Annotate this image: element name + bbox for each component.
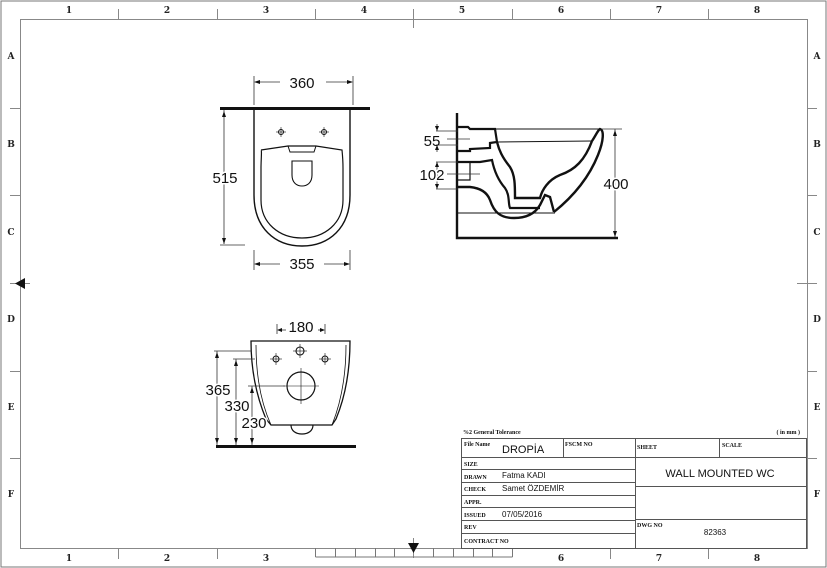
- col-label: 2: [164, 554, 170, 564]
- dim-height-365: 365: [205, 382, 230, 399]
- dim-height-330: 330: [224, 398, 249, 415]
- top-view-drawing: 360 515 355: [211, 75, 370, 273]
- row-label: B: [813, 140, 821, 150]
- row-label: A: [813, 52, 822, 62]
- issued-label: ISSUED: [464, 513, 486, 519]
- row-label: A: [7, 52, 16, 62]
- col-label: 7: [656, 554, 662, 564]
- col-label: 5: [459, 6, 465, 16]
- size-label: SIZE: [464, 462, 478, 468]
- scale-label: SCALE: [722, 443, 742, 449]
- column-labels-bottom: 1 2 3 6 7 8: [66, 554, 760, 564]
- col-label: 6: [558, 6, 564, 16]
- row-label: C: [7, 228, 14, 238]
- rev-label: REV: [464, 525, 477, 531]
- fscm-label: FSCM NO: [565, 442, 593, 448]
- dim-bottom-width: 355: [289, 256, 314, 273]
- scale-ruler: [315, 548, 513, 558]
- row-label: E: [814, 403, 821, 413]
- dim-hole-spacing: 180: [288, 319, 313, 336]
- file-name-value: DROPİA: [502, 443, 545, 456]
- col-label: 1: [66, 6, 72, 16]
- col-label: 7: [656, 6, 662, 16]
- col-label: 3: [263, 6, 269, 16]
- col-label: 3: [263, 554, 269, 564]
- row-label: B: [7, 140, 15, 150]
- row-labels-right: A B C D E F: [813, 52, 822, 500]
- dim-height: 400: [603, 176, 628, 193]
- contract-label: CONTRACT NO: [464, 539, 509, 545]
- row-label: D: [7, 315, 15, 325]
- dim-depth: 515: [212, 170, 237, 187]
- col-label: 4: [361, 6, 367, 16]
- drawn-value: Fatma KADI: [502, 471, 546, 480]
- col-label: 1: [66, 554, 72, 564]
- centering-mark-bottom-icon: [408, 538, 419, 558]
- issued-value: 07/05/2016: [502, 510, 543, 519]
- row-label: E: [8, 403, 15, 413]
- units-note: ( in mm ): [777, 429, 801, 436]
- row-label: F: [8, 490, 15, 500]
- row-labels-left: A B C D E F: [7, 52, 16, 500]
- drawing-title: WALL MOUNTED WC: [665, 468, 774, 480]
- dwg-no-value: 82363: [704, 528, 727, 537]
- row-label: C: [813, 228, 820, 238]
- dim-upper-inlet: 55: [424, 133, 441, 150]
- drawn-label: DRAWN: [464, 475, 487, 481]
- row-label: D: [813, 315, 821, 325]
- dim-top-width: 360: [289, 75, 314, 92]
- dim-height-230: 230: [241, 415, 266, 432]
- col-label: 2: [164, 6, 170, 16]
- side-view-drawing: 55 102 400: [418, 113, 630, 240]
- tolerance-note: %2 General Tolerance: [463, 430, 521, 436]
- col-label: 8: [754, 6, 760, 16]
- col-label: 8: [754, 554, 760, 564]
- dwg-no-label: DWG NO: [637, 523, 663, 529]
- column-ticks-top: [118, 9, 709, 28]
- title-block: %2 General Tolerance ( in mm ) File Name…: [461, 429, 807, 549]
- rear-view-drawing: 180 365 330 230: [204, 319, 356, 448]
- file-name-label: File Name: [464, 442, 490, 448]
- check-value: Samet ÖZDEMİR: [502, 484, 564, 493]
- centering-mark-left-icon: [10, 278, 30, 289]
- appr-label: APPR.: [464, 500, 482, 506]
- column-labels-top: 1 2 3 4 5 6 7 8: [66, 6, 760, 16]
- sheet-label: SHEET: [637, 445, 657, 451]
- dim-outlet: 102: [419, 167, 444, 184]
- check-label: CHECK: [464, 487, 486, 493]
- col-label: 6: [558, 554, 564, 564]
- row-ticks: [10, 108, 817, 459]
- column-ticks-bottom: [118, 549, 709, 559]
- row-label: F: [814, 490, 821, 500]
